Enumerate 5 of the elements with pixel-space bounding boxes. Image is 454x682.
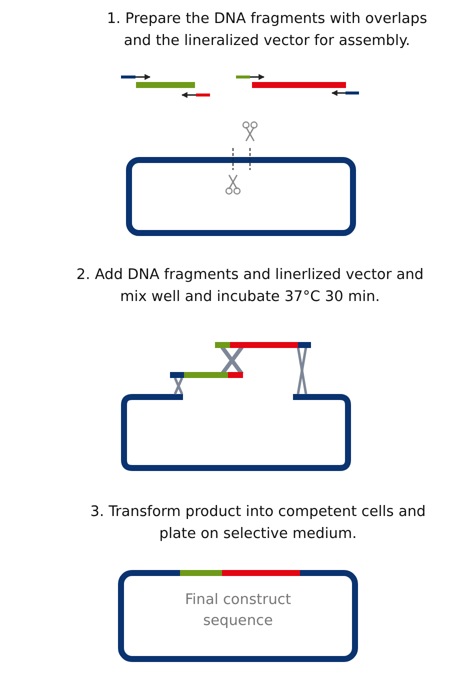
plasmid-box	[118, 570, 358, 662]
step-text: 1. Prepare the DNA fragments with overlaps and the lineralized vector for assembly.	[106, 10, 428, 51]
step-text: 3. Transform product into competent cells and plate on selective medium.	[89, 503, 427, 544]
construct-label: Final construct sequence	[184, 591, 292, 631]
step-text: 2. Add DNA fragments and linerlized vector and mix well and incubate 37°C 30 min.	[75, 266, 425, 307]
